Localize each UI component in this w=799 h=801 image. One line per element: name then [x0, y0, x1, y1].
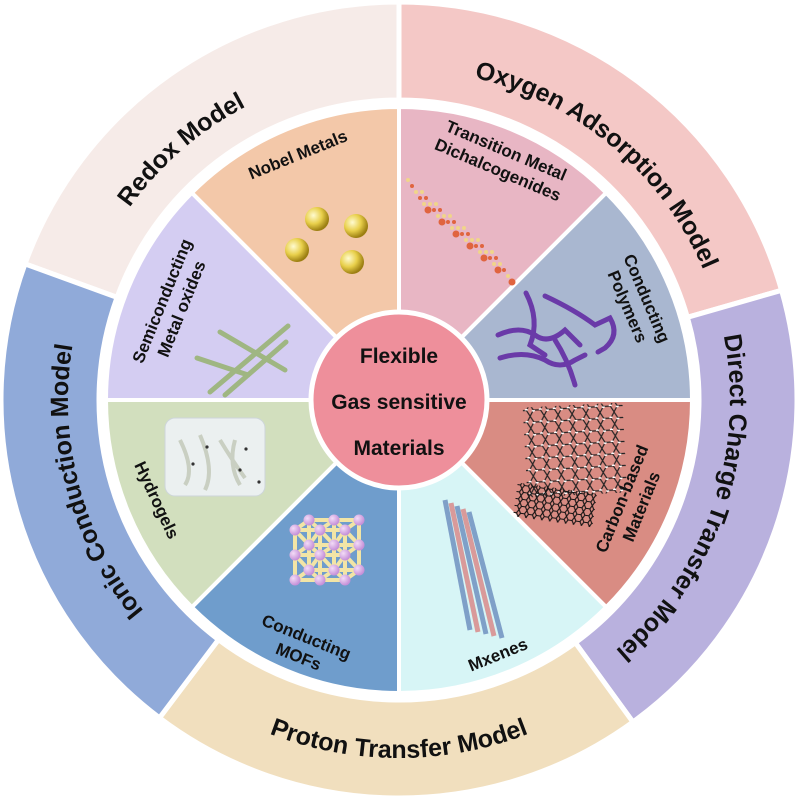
tmd-atom — [420, 190, 424, 194]
nanorods-illustration — [194, 323, 291, 398]
tmd-atom — [488, 256, 492, 260]
tmd-atom — [462, 226, 466, 230]
tmd-atom — [466, 242, 474, 250]
center-line-flexible: Flexible — [360, 345, 438, 368]
mof-node — [328, 564, 340, 576]
tmd-atom — [456, 226, 460, 230]
tmd-atom — [450, 226, 454, 230]
segment-ionic-conduction-model — [0, 260, 222, 722]
tmd-atom — [506, 274, 510, 278]
tmd-atom — [498, 262, 502, 266]
tmd-atom — [494, 266, 502, 274]
tmd-atom — [494, 256, 498, 260]
tmd-atom — [406, 178, 410, 182]
mof-node — [303, 539, 315, 551]
mof-node — [328, 514, 340, 526]
tmd-atom — [434, 202, 438, 206]
tmd-atom — [466, 232, 470, 236]
mxene-layer — [442, 499, 473, 631]
graphene-illustration — [522, 402, 628, 498]
tmd-atom — [410, 184, 414, 188]
mof-illustration — [289, 514, 365, 586]
tmd-atom — [446, 220, 450, 224]
gold-nanoparticles-illustration — [285, 207, 368, 274]
tmd-atom — [414, 190, 418, 194]
mof-node — [289, 524, 301, 536]
center-circle — [308, 309, 490, 491]
tmd-atom — [490, 250, 494, 254]
mof-node — [339, 524, 351, 536]
polymer-chains-illustration — [495, 290, 617, 388]
tmd-atom — [492, 262, 496, 266]
tmd-atom — [432, 208, 436, 212]
center-line-gas-sensitive: Gas sensitive — [331, 391, 466, 414]
mof-node — [353, 514, 365, 526]
mof-node — [314, 549, 326, 561]
nanotube-illustration — [513, 482, 597, 528]
tmd-atom — [452, 220, 456, 224]
tmd-atom — [442, 214, 446, 218]
mof-node — [353, 539, 365, 551]
mof-node — [303, 564, 315, 576]
mof-node — [303, 514, 315, 526]
tmd-atom — [452, 230, 460, 238]
mof-node — [339, 549, 351, 561]
tmd-atom — [470, 238, 474, 242]
mof-node — [339, 574, 351, 586]
mof-node — [289, 574, 301, 586]
tmd-atom — [464, 238, 468, 242]
tmd-atom — [424, 196, 428, 200]
tmd-atom — [424, 206, 432, 214]
tmd-atom — [508, 278, 516, 286]
tmd-atom — [480, 244, 484, 248]
tmd-atom — [422, 202, 426, 206]
tmd-lattice-illustration — [406, 178, 516, 286]
tmd-atom — [474, 244, 478, 248]
tmd-atom — [460, 232, 464, 236]
tmd-atom — [436, 214, 440, 218]
tmd-atom — [502, 268, 506, 272]
mxene-layer — [454, 505, 489, 635]
tmd-atom — [480, 254, 488, 262]
center-line-materials: Materials — [353, 437, 444, 460]
tmd-atom — [418, 196, 422, 200]
mof-node — [314, 524, 326, 536]
hydrogel-illustration — [164, 417, 266, 497]
mxene-layer — [448, 502, 481, 633]
mxene-layer — [460, 508, 497, 637]
tmd-atom — [484, 250, 488, 254]
tmd-atom — [428, 202, 432, 206]
tmd-atom — [438, 218, 446, 226]
mof-node — [328, 539, 340, 551]
mof-node — [353, 564, 365, 576]
tmd-atom — [478, 250, 482, 254]
mxene-illustration — [442, 499, 505, 639]
tmd-atom — [476, 238, 480, 242]
mof-node — [314, 574, 326, 586]
mof-node — [289, 549, 301, 561]
tmd-atom — [438, 208, 442, 212]
mxene-layer — [466, 511, 505, 639]
tmd-atom — [448, 214, 452, 218]
